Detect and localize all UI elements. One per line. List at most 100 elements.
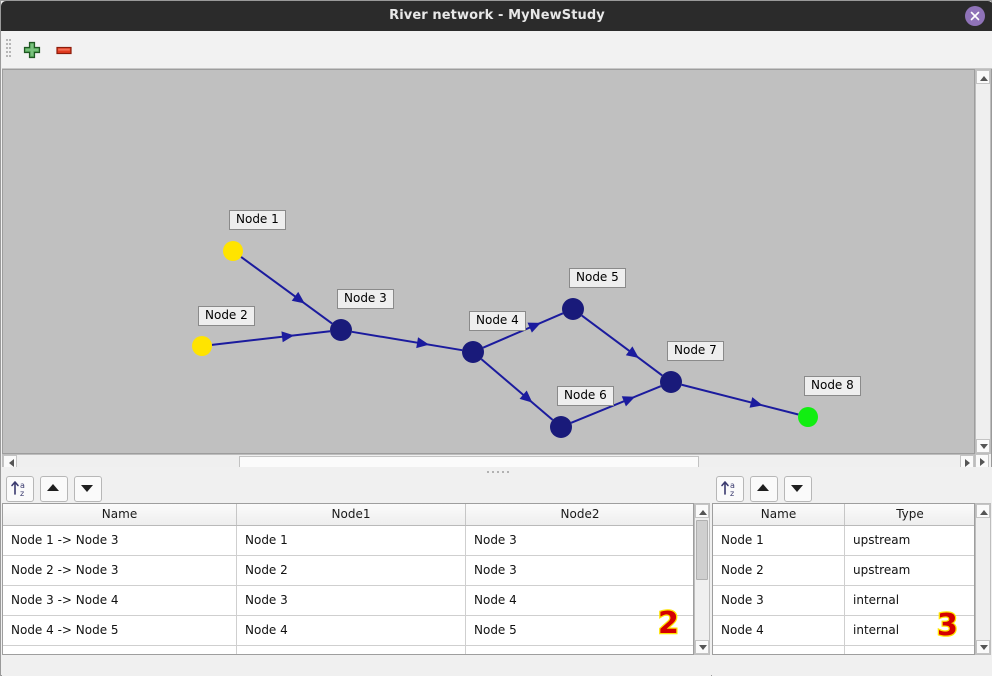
network-edge-arrow (749, 397, 763, 408)
network-edge-arrow (527, 322, 541, 333)
network-edge[interactable] (480, 358, 554, 421)
table-cell[interactable]: upstream (853, 533, 911, 547)
reaches-scroll-thumb[interactable] (696, 520, 708, 580)
column-header-type[interactable]: Type (845, 504, 974, 525)
window-title: River network - MyNewStudy (389, 8, 605, 23)
nodes-sort-icon[interactable]: a z (716, 476, 744, 502)
network-node-node-6[interactable] (550, 416, 572, 438)
table-cell[interactable]: Node 1 (713, 526, 845, 555)
node-label-node-3[interactable]: Node 3 (337, 289, 394, 309)
table-cell[interactable]: Node 1 (237, 526, 466, 555)
network-node-node-4[interactable] (462, 341, 484, 363)
node-label-node-7[interactable]: Node 7 (667, 341, 724, 361)
table-cell[interactable]: Node 3 (474, 563, 517, 577)
svg-text:a: a (20, 481, 25, 490)
svg-text:a: a (730, 481, 735, 490)
network-edge[interactable] (351, 330, 463, 352)
canvas-horizontal-scrollbar[interactable] (2, 454, 975, 470)
network-edge-arrow (281, 331, 295, 343)
network-edge[interactable] (211, 330, 331, 346)
remove-node-icon[interactable] (52, 38, 76, 62)
nodes-vertical-scrollbar[interactable] (975, 503, 991, 655)
network-edge[interactable] (240, 256, 333, 325)
network-edge[interactable] (681, 383, 799, 416)
reaches-move-up-icon[interactable] (40, 476, 68, 502)
table-cell-empty (713, 646, 845, 654)
annotation-marker-3: 3 (936, 608, 959, 643)
table-cell[interactable]: internal (853, 593, 900, 607)
canvas-scroll-up-button[interactable] (976, 70, 990, 84)
close-icon[interactable] (965, 6, 985, 26)
node-label-node-2[interactable]: Node 2 (198, 306, 255, 326)
river-network-diagram[interactable]: Node 1 Node 2 Node 3 Node 4 Node 5 Node 6 Node… (2, 69, 975, 454)
network-edge-arrow (519, 390, 533, 403)
table-cell[interactable]: Node 5 (474, 623, 517, 637)
table-cell[interactable]: Node 3 -> Node 4 (3, 586, 237, 615)
network-node-node-5[interactable] (562, 298, 584, 320)
svg-text:z: z (20, 489, 24, 498)
network-node-node-7[interactable] (660, 371, 682, 393)
main-toolbar (2, 31, 992, 69)
network-edge[interactable] (581, 314, 663, 377)
table-row[interactable]: Node 3 internal (713, 586, 974, 616)
column-header-name[interactable]: Name (3, 504, 237, 525)
table-cell[interactable]: Node 1 -> Node 3 (3, 526, 237, 555)
reaches-move-down-icon[interactable] (74, 476, 102, 502)
table-cell[interactable]: Node 3 (474, 533, 517, 547)
table-row-empty (713, 646, 974, 654)
nodes-scroll-down-button[interactable] (976, 640, 990, 654)
reaches-sort-icon[interactable]: a z (6, 476, 34, 502)
canvas-scroll-right-button[interactable] (960, 455, 974, 469)
table-row[interactable]: Node 4 internal (713, 616, 974, 646)
node-label-node-5[interactable]: Node 5 (569, 268, 626, 288)
title-bar: River network - MyNewStudy (1, 1, 992, 31)
node-label-node-4[interactable]: Node 4 (469, 311, 526, 331)
annotation-marker-2: 2 (657, 606, 680, 641)
network-edge-arrow (291, 291, 305, 304)
table-cell[interactable]: upstream (853, 563, 911, 577)
table-cell[interactable]: internal (853, 623, 900, 637)
network-node-node-8[interactable] (798, 407, 818, 427)
table-cell[interactable]: Node 4 (237, 616, 466, 645)
table-row[interactable]: Node 2 upstream (713, 556, 974, 586)
nodes-move-up-icon[interactable] (750, 476, 778, 502)
table-row[interactable]: Node 1 upstream (713, 526, 974, 556)
column-header-node1[interactable]: Node1 (237, 504, 466, 525)
node-label-node-6[interactable]: Node 6 (557, 386, 614, 406)
nodes-scroll-up-button[interactable] (976, 504, 990, 518)
table-cell[interactable]: Node 4 (474, 593, 517, 607)
add-node-icon[interactable] (20, 38, 44, 62)
nodes-move-down-icon[interactable] (784, 476, 812, 502)
table-cell[interactable]: Node 4 -> Node 5 (3, 616, 237, 645)
node-label-node-1[interactable]: Node 1 (229, 210, 286, 230)
table-cell[interactable]: Node 2 -> Node 3 (3, 556, 237, 585)
reaches-scroll-up-button[interactable] (695, 504, 709, 518)
reaches-scroll-down-button[interactable] (695, 640, 709, 654)
column-header-name[interactable]: Name (713, 504, 845, 525)
canvas-scroll-down-button[interactable] (976, 439, 990, 453)
network-edge[interactable] (570, 385, 662, 424)
toolbar-grip[interactable] (6, 39, 11, 61)
table-cell[interactable]: Node 2 (237, 556, 466, 585)
network-node-node-3[interactable] (330, 319, 352, 341)
network-canvas-area: Node 1 Node 2 Node 3 Node 4 Node 5 Node 6 Node… (2, 69, 992, 471)
table-cell[interactable]: Node 4 (713, 616, 845, 645)
node-label-node-8[interactable]: Node 8 (804, 376, 861, 396)
network-node-node-1[interactable] (223, 241, 243, 261)
table-cell[interactable]: Node 3 (237, 586, 466, 615)
network-node-node-2[interactable] (192, 336, 212, 356)
table-cell[interactable]: Node 2 (713, 556, 845, 585)
reaches-toolbar: a z (2, 473, 711, 503)
column-header-node2[interactable]: Node2 (466, 504, 693, 525)
panel-splitter[interactable] (2, 467, 992, 477)
reaches-vertical-scrollbar[interactable] (694, 503, 710, 655)
canvas-vertical-scrollbar[interactable] (975, 69, 991, 454)
network-edge-arrow (416, 337, 430, 349)
table-cell[interactable]: Node 3 (713, 586, 845, 615)
